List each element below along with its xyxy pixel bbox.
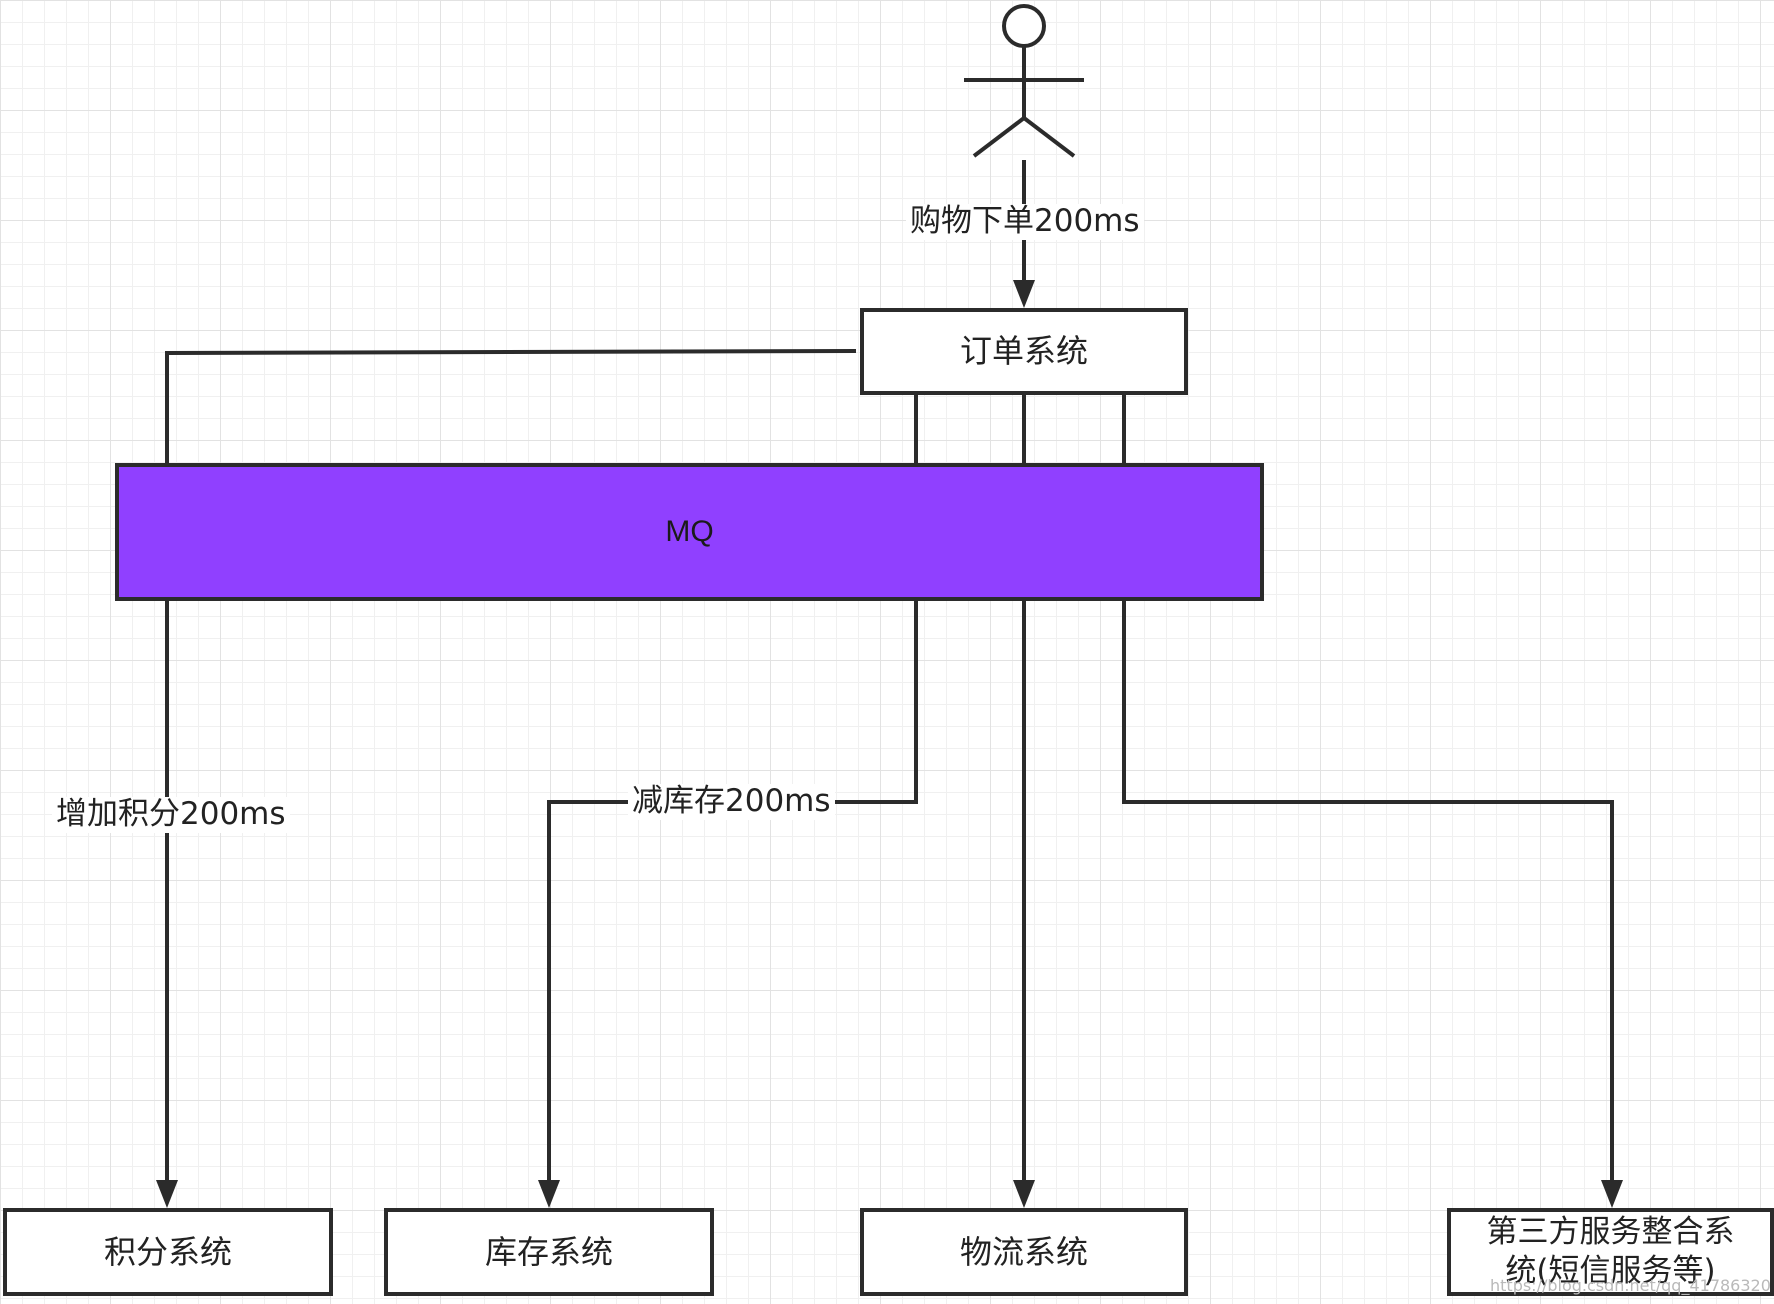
watermark: https://blog.csdn.net/qq_41786320 <box>1490 1276 1771 1295</box>
inventory-edge-label: 减库存200ms <box>628 783 835 820</box>
order-system-node: 订单系统 <box>860 308 1188 395</box>
logistics-system-label: 物流系统 <box>959 1232 1088 1271</box>
arrowhead-logistics <box>1013 1180 1035 1208</box>
third-party-system-node: 第三方服务整合系 统(短信服务等) <box>1447 1208 1774 1296</box>
edge-mq-third-party <box>1122 600 1614 1180</box>
logistics-system-node: 物流系统 <box>860 1208 1188 1296</box>
arrowhead-inventory <box>538 1180 560 1208</box>
mq-node: MQ <box>115 463 1264 601</box>
arrowhead-points <box>156 1180 178 1208</box>
order-edge-label: 购物下单200ms <box>906 203 1144 240</box>
stick-figure-icon <box>964 4 1084 158</box>
points-edge-label: 增加积分200ms <box>52 796 290 833</box>
points-system-label: 积分系统 <box>103 1232 232 1271</box>
third-party-label-line1: 第三方服务整合系 <box>1486 1214 1735 1251</box>
order-system-label: 订单系统 <box>959 332 1088 371</box>
arrowhead-third-party <box>1601 1180 1623 1208</box>
third-party-label-line2: 统(短信服务等) <box>1505 1253 1716 1289</box>
inventory-system-label: 库存系统 <box>484 1232 613 1271</box>
mq-label: MQ <box>665 515 714 548</box>
edge-order-mq-left <box>165 349 857 465</box>
inventory-system-node: 库存系统 <box>384 1208 714 1296</box>
points-system-node: 积分系统 <box>3 1208 333 1296</box>
edge-mq-inventory <box>547 600 918 1180</box>
arrowhead-order <box>1013 280 1035 308</box>
